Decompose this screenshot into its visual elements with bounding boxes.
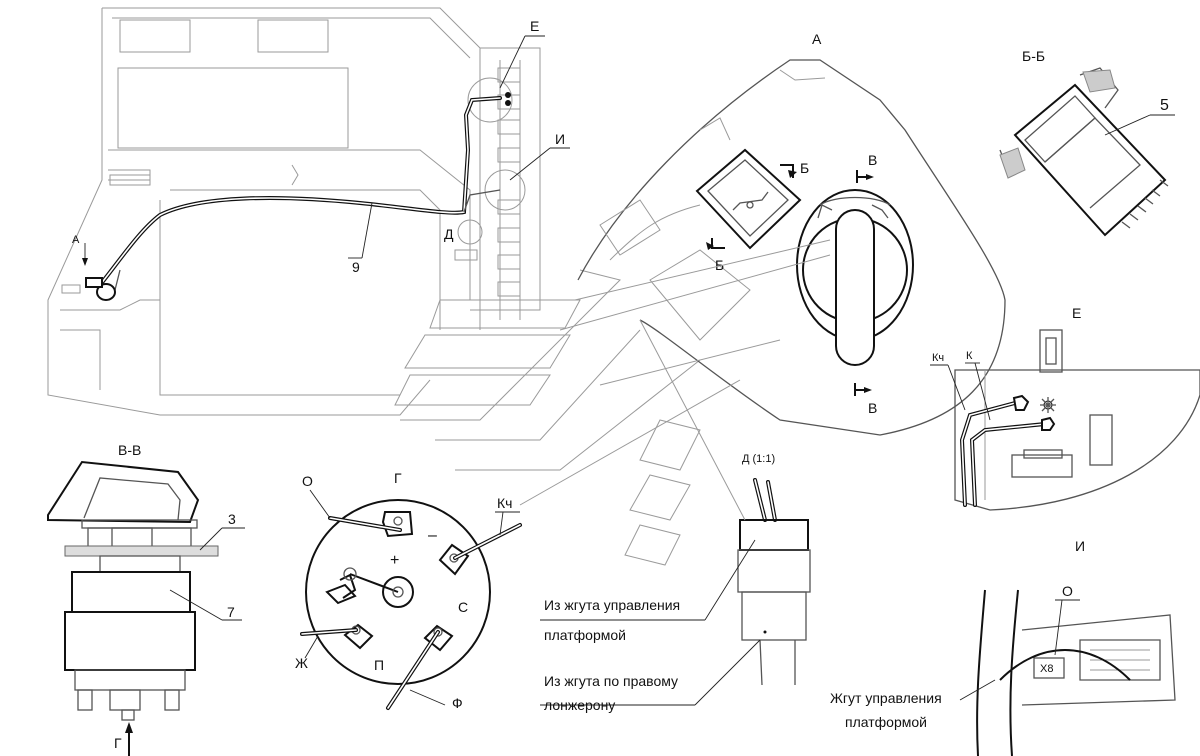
view-g: Г + – О Кч Ж С П Ф xyxy=(295,470,522,711)
view-e: Е Кч К xyxy=(930,305,1200,511)
terminal-o: О xyxy=(302,473,313,489)
view-g-title: Г xyxy=(394,470,402,486)
view-i: И Х8 О Жгут управления платформой xyxy=(830,538,1176,756)
callout-i: И xyxy=(509,131,570,181)
terminal-f: Ф xyxy=(452,695,463,711)
label-3-callout: 3 xyxy=(228,511,236,527)
callout-e: Е xyxy=(499,18,545,89)
harness-9 xyxy=(85,92,511,301)
note-spar-line2: лонжерону xyxy=(544,697,615,713)
terminal-s: С xyxy=(458,599,468,615)
label-e-kch: Кч xyxy=(932,352,944,364)
terminal-p: П xyxy=(374,657,384,673)
label-e-k: К xyxy=(966,350,973,362)
detail-d-title: Д (1:1) xyxy=(742,453,775,465)
label-b-upper: Б xyxy=(800,160,809,176)
view-a-title: А xyxy=(812,31,822,47)
view-e-title: Е xyxy=(1072,305,1081,321)
terminal-plus: + xyxy=(390,552,399,569)
view-bb-title: Б-Б xyxy=(1022,48,1045,64)
label-b-lower: Б xyxy=(715,257,724,273)
label-v-upper: В xyxy=(868,152,877,168)
label-i-harness1: Жгут управления xyxy=(830,690,942,706)
terminal-kch: Кч xyxy=(497,495,512,511)
ignition-switch xyxy=(796,189,914,366)
view-bb: Б-Б 5 xyxy=(999,48,1175,237)
label-i-o: О xyxy=(1062,583,1073,599)
terminal-minus: – xyxy=(428,527,437,544)
note-spar-line1: Из жгута по правому xyxy=(544,673,678,689)
switch-bb xyxy=(695,148,802,250)
label-a-arrow: А xyxy=(72,234,80,246)
callout-9: 9 xyxy=(348,202,373,275)
label-i-callout: И xyxy=(555,131,565,147)
label-e-callout: Е xyxy=(530,18,539,34)
label-v-lower: В xyxy=(868,400,877,416)
callout-d: Д xyxy=(444,226,454,242)
view-i-title: И xyxy=(1075,538,1085,554)
detail-d: Д (1:1) Из жгута управления платформой И… xyxy=(540,319,811,713)
label-i-harness2: платформой xyxy=(845,714,927,730)
label-d-callout: Д xyxy=(444,226,454,242)
note-platform-line2: платформой xyxy=(544,627,626,643)
terminal-zh: Ж xyxy=(295,655,308,671)
view-vv: В-В 3 7 Г xyxy=(47,442,245,756)
label-7-callout: 7 xyxy=(227,604,235,620)
label-9-callout: 9 xyxy=(352,259,360,275)
view-a: А Б Б В xyxy=(519,31,1006,506)
callout-a-arrow: А xyxy=(72,234,88,266)
view-vv-title: В-В xyxy=(118,442,141,458)
label-5-callout: 5 xyxy=(1160,97,1169,114)
label-g-arrow: Г xyxy=(114,735,122,751)
dashboard-outline xyxy=(47,7,701,471)
label-x8: Х8 xyxy=(1040,663,1053,675)
note-platform-line1: Из жгута управления xyxy=(544,597,680,613)
